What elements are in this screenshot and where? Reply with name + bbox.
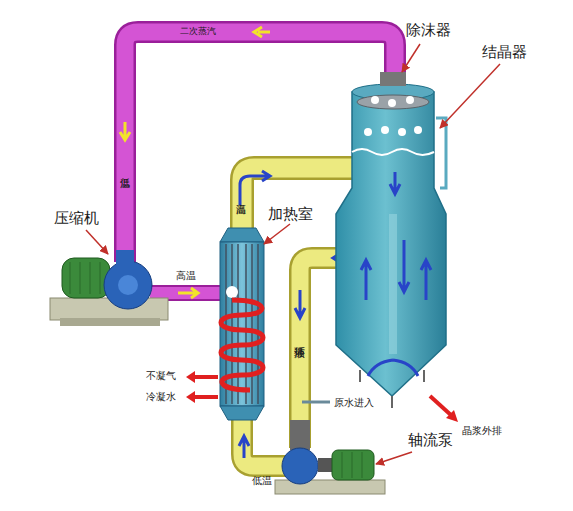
part-label: 除沫器: [406, 22, 451, 39]
part-label: 不凝气: [146, 370, 176, 381]
part-label: 压缩机: [54, 210, 99, 227]
part-label: 低温: [252, 475, 272, 486]
part-label: 加热室: [268, 206, 313, 223]
part-label: 结晶器: [482, 44, 527, 61]
part-label: 冷凝水: [146, 391, 176, 402]
part-label: 晶浆外排: [462, 425, 502, 436]
part-label: 轴流泵: [408, 432, 453, 449]
part-label: 高温: [176, 270, 196, 281]
part-label: 原水进入: [334, 397, 374, 408]
part-label: 二次蒸汽: [180, 27, 216, 37]
